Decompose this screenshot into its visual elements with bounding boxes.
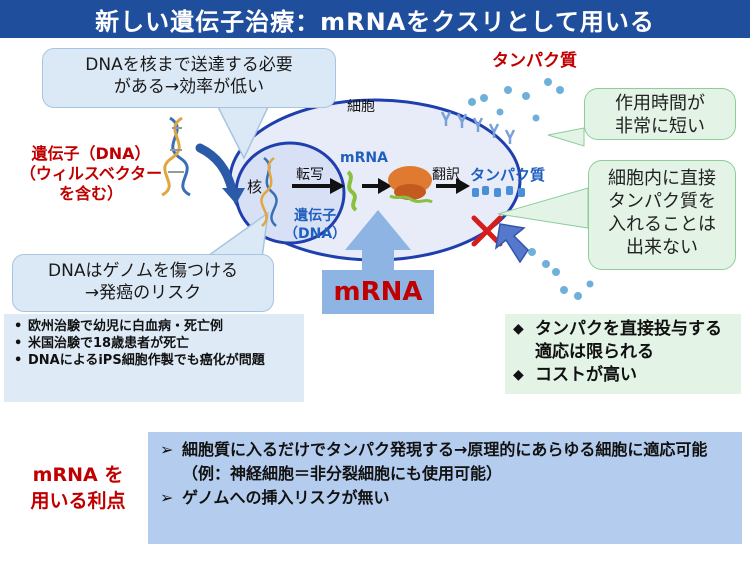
mrna-callout-box: mRNA bbox=[322, 270, 434, 314]
blocked-cross-icon bbox=[471, 215, 503, 247]
free-protein-icons bbox=[468, 78, 594, 300]
advantage-heading-line: mRNA を bbox=[32, 464, 124, 486]
bullet-icon: • bbox=[14, 353, 23, 368]
bubble-line: 作用時間が bbox=[615, 93, 705, 114]
advantages-list: ➢細胞質に入るだけでタンパク発現する→原理的にあらゆる細胞に適応可能（例：神経細… bbox=[160, 438, 732, 510]
bullet-icon: • bbox=[14, 336, 23, 351]
diamond-bullet-icon: ◆ bbox=[513, 321, 524, 337]
bubble-line: 出来ない bbox=[626, 237, 698, 258]
advantage-heading: mRNA を 用いる利点 bbox=[8, 462, 148, 514]
bubble-direct-protein: 細胞内に直接 タンパク質を 入れることは 出来ない bbox=[588, 160, 736, 270]
gene-dna-label: 遺伝子（DNA） （ウィルスベクター を含む） bbox=[6, 144, 176, 204]
mrna-callout-arrow bbox=[345, 210, 411, 270]
mrna-strand-icon bbox=[346, 170, 358, 212]
transcription-arrow-head bbox=[330, 178, 345, 194]
injection-arrow bbox=[494, 223, 529, 264]
gene-in-nucleus-label: 遺伝子 （DNA） bbox=[284, 207, 346, 243]
gene-in-nucleus-line: 遺伝子 bbox=[294, 208, 337, 224]
bullet-icon: • bbox=[14, 319, 23, 334]
dna-issue-item: •米国治験で18歳患者が死亡 bbox=[14, 336, 190, 351]
bubble-line: DNAはゲノムを傷つける bbox=[48, 261, 238, 281]
protein-issue-item: ◆コストが高い bbox=[513, 365, 637, 385]
ribosome-icon bbox=[388, 166, 433, 204]
translation-arrow-head bbox=[456, 178, 470, 194]
advantage-item: ➢ゲノムへの挿入リスクが無い bbox=[160, 486, 732, 510]
diamond-bullet-icon: ◆ bbox=[513, 367, 524, 383]
entry-arrow-head bbox=[222, 188, 245, 204]
advantage-item: ➢細胞質に入るだけでタンパク発現する→原理的にあらゆる細胞に適応可能（例：神経細… bbox=[160, 440, 708, 483]
nucleus-dna-icon bbox=[260, 156, 278, 227]
transcription-label: 転写 bbox=[296, 167, 324, 183]
bubble-line: がある→効率が低い bbox=[113, 77, 265, 97]
arrow-bullet-icon: ➢ bbox=[160, 440, 174, 459]
protein-top-label: タンパク質 bbox=[492, 51, 577, 71]
advantages-box: ➢細胞質に入るだけでタンパク発現する→原理的にあらゆる細胞に適応可能（例：神経細… bbox=[148, 432, 742, 544]
dna-helix-icon bbox=[161, 116, 191, 197]
gene-dna-line: 遺伝子（DNA） bbox=[31, 144, 151, 163]
mrna-small-label: mRNA bbox=[340, 150, 388, 166]
arrow-bullet-icon: ➢ bbox=[160, 488, 174, 507]
advantage-heading-line: 用いる利点 bbox=[30, 490, 126, 512]
protein-molecules-icon bbox=[472, 186, 525, 197]
receptor-icons bbox=[440, 111, 516, 144]
translation-arrow-head bbox=[378, 178, 392, 194]
bubble-tail bbox=[202, 211, 269, 259]
gene-in-nucleus-line: （DNA） bbox=[284, 226, 347, 242]
dna-issue-item: •DNAによるiPS細胞作製でも癌化が問題 bbox=[14, 353, 265, 368]
protein-issue-item: ◆タンパクを直接投与する適応は限られる bbox=[513, 319, 722, 362]
protein-issues-list: ◆タンパクを直接投与する適応は限られる ◆コストが高い bbox=[513, 318, 733, 387]
protein-in-cell-label: タンパク質 bbox=[470, 166, 546, 184]
bubble-line: 非常に短い bbox=[615, 116, 705, 137]
nucleus-label: 核 bbox=[247, 178, 263, 196]
bubble-line: 入れることは bbox=[608, 214, 716, 235]
dna-issues-list: •欧州治験で幼児に白血病・死亡例 •米国治験で18歳患者が死亡 •DNAによるi… bbox=[14, 318, 298, 369]
bubble-nucleus-delivery: DNAを核まで送達する必要 がある→効率が低い bbox=[42, 48, 336, 108]
gene-dna-line: を含む） bbox=[58, 184, 123, 203]
bubble-tail bbox=[547, 127, 585, 147]
dna-issue-item: •欧州治験で幼児に白血病・死亡例 bbox=[14, 319, 224, 334]
bubble-genome-risk: DNAはゲノムを傷つける →発癌のリスク bbox=[12, 254, 274, 312]
bubble-line: →発癌のリスク bbox=[84, 283, 202, 303]
translation-label: 翻訳 bbox=[432, 167, 460, 183]
page-title: 新しい遺伝子治療：mRNAをクスリとして用いる bbox=[0, 0, 750, 38]
cell-label: 細胞 bbox=[347, 99, 375, 115]
bubble-line: タンパク質を bbox=[608, 191, 716, 212]
entry-arrow bbox=[195, 143, 237, 195]
protein-issues-box: ◆タンパクを直接投与する適応は限られる ◆コストが高い bbox=[505, 314, 741, 394]
mrna-big-label: mRNA bbox=[333, 277, 423, 307]
diagram-artwork bbox=[161, 78, 594, 300]
dna-issues-box: •欧州治験で幼児に白血病・死亡例 •米国治験で18歳患者が死亡 •DNAによるi… bbox=[4, 314, 304, 402]
gene-dna-line: （ウィルスベクター bbox=[19, 164, 163, 183]
bubble-short-time: 作用時間が 非常に短い bbox=[584, 88, 736, 140]
bubble-line: 細胞内に直接 bbox=[608, 168, 716, 189]
bubble-line: DNAを核まで送達する必要 bbox=[85, 55, 293, 75]
